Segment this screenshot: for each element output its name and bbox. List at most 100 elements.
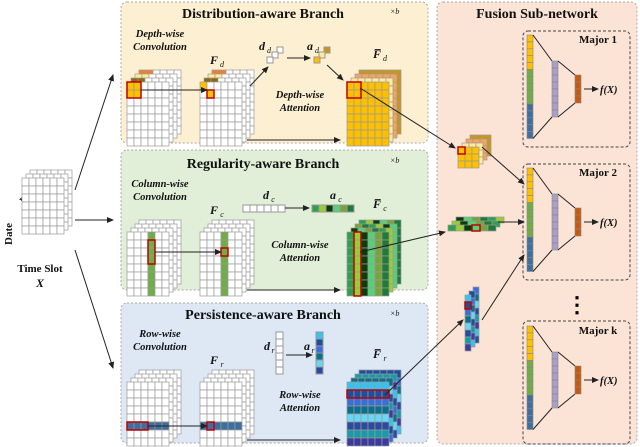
grid-cell — [360, 113, 369, 123]
column-attention-cell — [318, 204, 327, 213]
grid-cell — [381, 105, 390, 115]
grid-cell — [213, 89, 222, 99]
grid-cell — [161, 271, 170, 281]
grid-cell — [374, 437, 383, 447]
hidden-layer-cell — [551, 365, 559, 374]
attention-label-line2: Attention — [279, 103, 320, 114]
grid-cell — [161, 413, 170, 423]
grid-cell — [360, 105, 369, 115]
column-attention-cell — [339, 204, 348, 213]
grid-cell — [199, 105, 208, 115]
vector-d-subscript: c — [271, 195, 275, 204]
grid-cell — [367, 279, 376, 289]
grid-cell — [147, 239, 156, 249]
grid-cell — [346, 247, 355, 257]
input-to-persistence-arrow — [74, 249, 115, 369]
column-vector-cell — [270, 204, 279, 213]
grid-cell — [381, 421, 390, 431]
grid-cell — [464, 153, 473, 162]
grid-cell — [133, 271, 142, 281]
grid-cell — [234, 263, 243, 273]
hidden-layer-cell — [551, 386, 559, 395]
grid-cell — [199, 429, 208, 439]
grid-cell — [227, 137, 236, 147]
grid-cell — [464, 329, 472, 338]
attended-symbol: F̅ — [372, 197, 381, 211]
grid-cell — [346, 105, 355, 115]
hidden-layer-cell — [551, 358, 559, 367]
vector-a-symbol: a — [307, 39, 313, 53]
connection-line — [557, 60, 576, 76]
grid-cell — [367, 381, 376, 391]
grid-cell — [360, 255, 369, 265]
column-vector-cell — [242, 204, 251, 213]
grid-cell — [367, 405, 376, 415]
highlight-box — [457, 146, 466, 155]
attended-feature-stack-layer — [346, 381, 390, 447]
regularity-title: Regularity-aware Branch — [187, 157, 340, 172]
output-layer-cell — [574, 88, 582, 97]
grid-cell — [213, 129, 222, 139]
grid-cell — [234, 105, 243, 115]
concat-feature-cell — [526, 222, 534, 231]
grid-cell — [220, 105, 229, 115]
grid-cell — [161, 405, 170, 415]
grid-cell — [220, 397, 229, 407]
grid-cell — [213, 279, 222, 289]
grid-cell — [206, 255, 215, 265]
grid-cell — [206, 413, 215, 423]
conv-label-line1: Row-wise — [138, 329, 181, 340]
grid-cell — [464, 308, 472, 317]
conv-label-line1: Column-wise — [131, 179, 189, 190]
grid-cell — [464, 146, 473, 155]
grid-cell — [199, 231, 208, 241]
concat-feature-cell — [526, 131, 534, 139]
grid-cell — [374, 137, 383, 147]
depth-attention-cell — [318, 51, 326, 59]
output-layer-cell — [574, 372, 582, 381]
grid-cell — [234, 239, 243, 249]
column-vector-cell — [277, 204, 286, 213]
grid-cell — [353, 129, 362, 139]
grid-cell — [220, 429, 229, 439]
concat-feature-cell — [526, 34, 534, 43]
grid-cell — [360, 129, 369, 139]
output-layer-cell — [574, 74, 582, 83]
grid-cell — [199, 389, 208, 399]
grid-cell — [28, 225, 37, 235]
grid-cell — [346, 137, 355, 147]
grid-cell — [126, 389, 135, 399]
grid-cell — [199, 287, 208, 297]
hidden-layer-cell — [551, 88, 559, 97]
grid-cell — [374, 247, 383, 257]
grid-cell — [154, 429, 163, 439]
grid-cell — [464, 294, 472, 303]
grid-cell — [479, 224, 489, 232]
grid-cell — [28, 185, 37, 195]
grid-cell — [353, 429, 362, 439]
concat-feature-cell — [526, 96, 534, 105]
major-network — [526, 167, 582, 272]
grid-cell — [133, 389, 142, 399]
concat-feature-cell — [526, 250, 534, 259]
grid-cell — [133, 105, 142, 115]
grid-cell — [374, 279, 383, 289]
grid-cell — [154, 437, 163, 447]
grid-cell — [28, 201, 37, 211]
grid-cell — [220, 231, 229, 241]
grid-cell — [147, 255, 156, 265]
grid-cell — [374, 381, 383, 391]
grid-cell — [206, 89, 215, 99]
grid-cell — [346, 89, 355, 99]
grid-cell — [161, 429, 170, 439]
feature-symbol: F — [209, 353, 218, 367]
vector-a-subscript: c — [338, 195, 342, 204]
grid-cell — [234, 121, 243, 131]
grid-cell — [360, 121, 369, 131]
grid-cell — [374, 263, 383, 273]
grid-cell — [346, 405, 355, 415]
grid-cell — [227, 389, 236, 399]
grid-cell — [161, 381, 170, 391]
column-attention-cell — [325, 204, 334, 213]
grid-cell — [463, 224, 473, 232]
